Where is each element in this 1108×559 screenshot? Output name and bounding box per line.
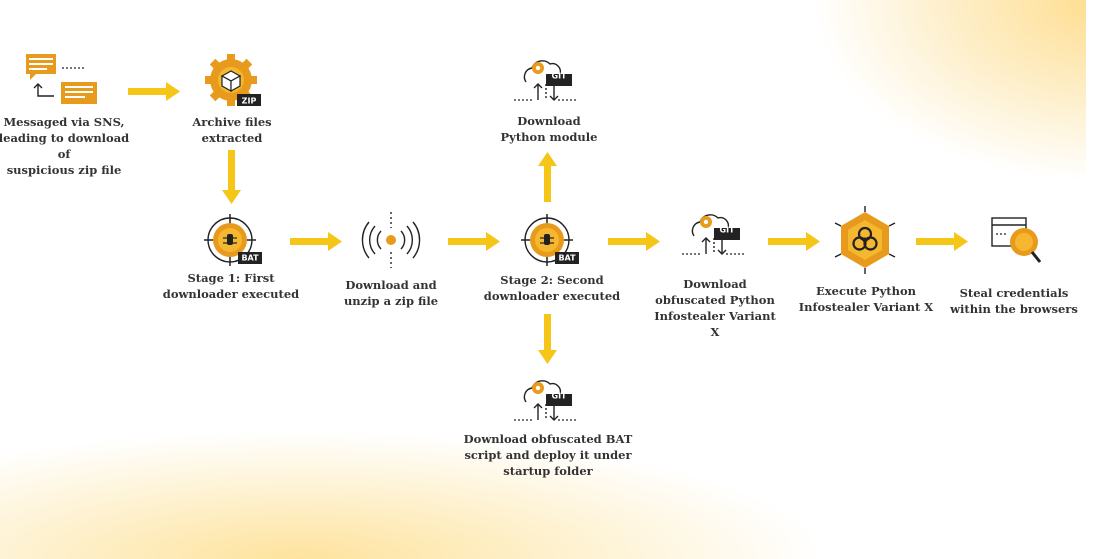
browser-magnifier-icon	[991, 217, 1042, 263]
arrow-stage1-to-unzip	[290, 232, 342, 251]
git-download-icon	[513, 60, 577, 101]
flow-arrows	[128, 82, 968, 364]
label-unzip: Download and unzip a zip file	[343, 278, 439, 308]
label-stage1: Stage 1: First downloader executed	[162, 271, 300, 301]
icon-badge-text: BAT	[241, 254, 259, 263]
label-obfpy: Download obfuscated Python Infostealer V…	[654, 277, 776, 339]
icon-badge-text: ZIP	[242, 97, 257, 106]
arrow-exec-to-steal	[916, 232, 968, 251]
icon-badge-text: GIT	[552, 72, 568, 81]
chat-bubbles-icon	[26, 54, 97, 104]
arrow-obfpy-to-exec	[768, 232, 820, 251]
label-steal: Steal credentials within the browsers	[950, 286, 1078, 316]
label-zip: Archive files extracted	[192, 115, 272, 145]
git-download-icon	[681, 214, 745, 255]
arrow-sns-to-zip	[128, 82, 180, 101]
label-stage2: Stage 2: Second downloader executed	[483, 273, 621, 303]
label-exec: Execute Python Infostealer Variant X	[798, 284, 934, 314]
arrow-unzip-to-stage2	[448, 232, 500, 251]
arrow-stage2-to-obfpy	[608, 232, 660, 251]
icon-badge-text: GIT	[552, 392, 568, 401]
label-batscript: Download obfuscated BAT script and deplo…	[463, 432, 633, 478]
arrow-zip-to-stage1	[222, 150, 241, 204]
signal-waves-icon	[361, 212, 421, 268]
biohazard-hexagon-icon	[834, 206, 896, 274]
icon-badge-text: GIT	[720, 226, 736, 235]
git-download-icon	[513, 380, 577, 421]
zip-gear-icon	[205, 54, 261, 106]
arrow-stage2-to-batscript	[538, 314, 557, 364]
icon-badge-text: BAT	[558, 254, 576, 263]
right-frame-edge	[1086, 0, 1108, 559]
label-sns: Messaged via SNS, leading to download of…	[0, 115, 130, 177]
arrow-stage2-to-pymod	[538, 152, 557, 202]
label-pymod: Download Python module	[500, 114, 598, 144]
